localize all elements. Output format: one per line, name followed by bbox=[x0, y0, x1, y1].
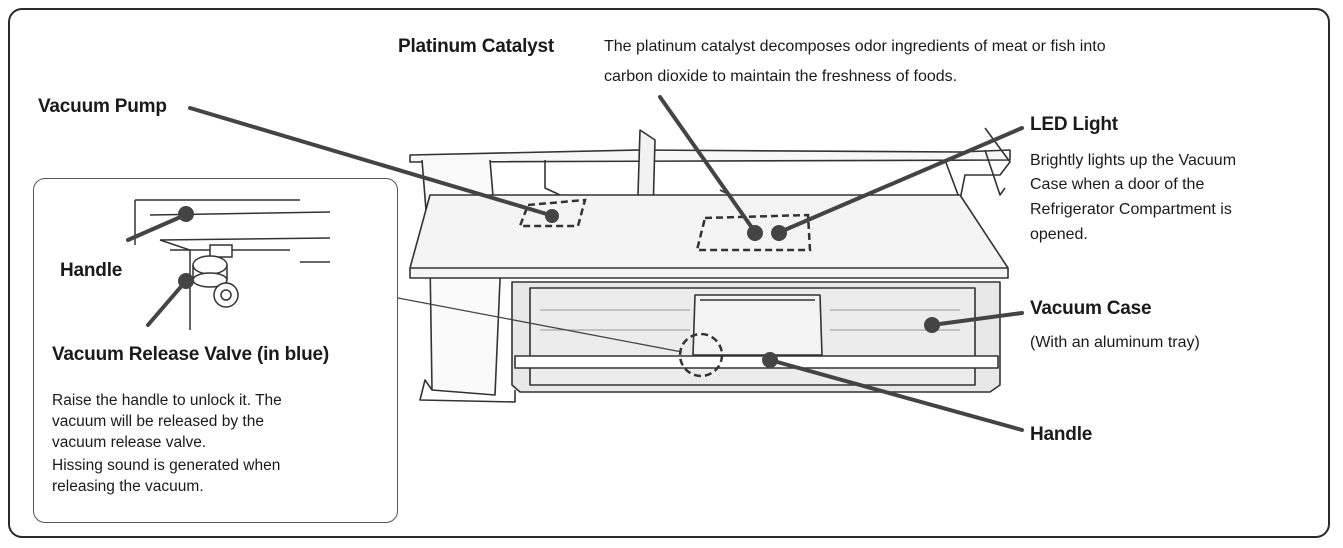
led-light-desc-1: Brightly lights up the Vacuum bbox=[1030, 152, 1237, 169]
inset-desc-5: releasing the vacuum. bbox=[52, 478, 204, 495]
platinum-catalyst-desc-1: The platinum catalyst decomposes odor in… bbox=[604, 38, 1106, 55]
handle-main-leader bbox=[768, 358, 1024, 432]
led-light-desc-4: opened. bbox=[1030, 226, 1088, 243]
led-light-desc-2: Case when a door of the bbox=[1030, 176, 1205, 193]
vacuum-case-title: Vacuum Case bbox=[1030, 298, 1152, 319]
vacuum-pump-leader bbox=[188, 106, 552, 217]
inset-connector-line bbox=[397, 297, 683, 353]
right-bracket bbox=[944, 127, 1011, 201]
release-valve-marker bbox=[678, 332, 724, 378]
platinum-catalyst-marker bbox=[695, 213, 812, 252]
vacuum-pump-marker bbox=[518, 198, 587, 228]
inset-desc-4: Hissing sound is generated when bbox=[52, 457, 281, 474]
platinum-catalyst-title: Platinum Catalyst bbox=[398, 36, 555, 57]
handle-main-title: Handle bbox=[1030, 424, 1093, 445]
led-light-desc-3: Refrigerator Compartment is bbox=[1030, 201, 1232, 218]
shelf-top bbox=[409, 149, 1011, 163]
inset-handle-label: Handle bbox=[60, 260, 123, 281]
inset-desc-1: Raise the handle to unlock it. The bbox=[52, 392, 282, 409]
inset-panel bbox=[33, 178, 398, 523]
diagram-frame bbox=[8, 8, 1330, 538]
inset-illustration bbox=[134, 199, 331, 330]
platinum-catalyst-desc-2: carbon dioxide to maintain the freshness… bbox=[604, 68, 958, 85]
main-shelf bbox=[409, 194, 1009, 279]
inset-desc-3: vacuum release valve. bbox=[52, 434, 207, 451]
inset-valve-title: Vacuum Release Valve (in blue) bbox=[52, 344, 330, 365]
vacuum-pump-title: Vacuum Pump bbox=[38, 96, 167, 117]
vacuum-case-window bbox=[692, 294, 823, 356]
led-light-leader bbox=[778, 126, 1024, 234]
handle-bar bbox=[514, 355, 999, 369]
platinum-catalyst-leader bbox=[658, 95, 757, 234]
inset-handle-leader bbox=[126, 213, 187, 242]
vacuum-case-leader bbox=[930, 311, 1024, 327]
led-light-title: LED Light bbox=[1030, 114, 1118, 135]
vacuum-case-desc: (With an aluminum tray) bbox=[1030, 334, 1200, 351]
inset-desc-2: vacuum will be released by the bbox=[52, 413, 264, 430]
inset-valve-leader bbox=[146, 280, 187, 327]
